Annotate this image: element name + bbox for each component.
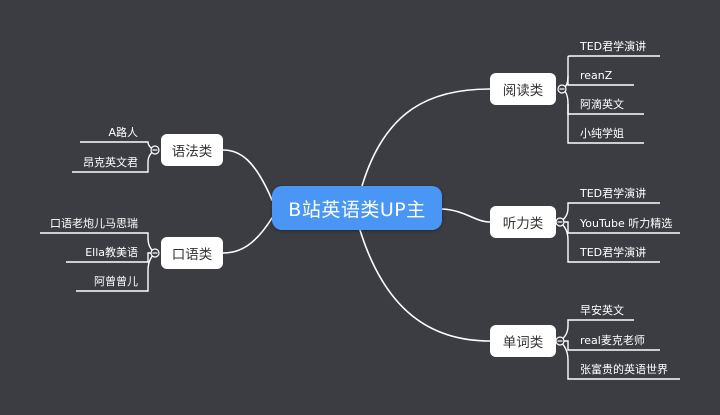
root-topic[interactable]: B站英语类UP主 [272, 186, 442, 230]
branch-speaking[interactable]: 口语类 [161, 237, 223, 269]
connector-reading-leaf-4 [567, 104, 644, 144]
collapse-toggle-reading[interactable] [557, 84, 567, 94]
leaf-speaking-2[interactable]: Ella教美语 [85, 246, 138, 259]
edge-root-speaking [222, 217, 273, 254]
branch-grammar[interactable]: 语法类 [161, 134, 223, 166]
leaf-vocabulary-1[interactable]: 早安英文 [580, 304, 624, 317]
leaf-vocabulary-2[interactable]: real麦克老师 [580, 334, 645, 347]
collapse-toggle-speaking[interactable] [150, 248, 160, 258]
leaf-listening-3[interactable]: TED君学演讲 [580, 246, 647, 259]
leaf-reading-3[interactable]: 阿滴英文 [580, 98, 624, 111]
collapse-toggle-vocabulary[interactable] [555, 336, 565, 346]
leaf-vocabulary-3[interactable]: 张富贵的英语世界 [580, 363, 668, 376]
edge-root-listening [441, 208, 491, 223]
leaf-grammar-2[interactable]: 昂克英文君 [83, 156, 138, 169]
branch-listening[interactable]: 听力类 [490, 206, 556, 238]
collapse-toggle-grammar[interactable] [150, 145, 160, 155]
leaf-listening-2[interactable]: YouTube 听力精选 [580, 217, 673, 230]
leaf-speaking-3[interactable]: 阿曾曾儿 [94, 275, 138, 288]
connector-reading-leaf-2 [567, 76, 634, 86]
collapse-toggle-listening[interactable] [555, 217, 565, 227]
edge-root-grammar [222, 149, 273, 201]
edge-root-vocabulary [359, 229, 491, 342]
leaf-reading-1[interactable]: TED君学演讲 [580, 40, 647, 53]
connector-grammar-leaf-1 [80, 141, 159, 151]
leaf-reading-2[interactable]: reanZ [580, 69, 613, 82]
leaf-grammar-1[interactable]: A路人 [108, 126, 138, 139]
leaf-reading-4[interactable]: 小纯学姐 [580, 127, 624, 140]
leaf-speaking-1[interactable]: 口语老炮儿马思瑞 [50, 217, 138, 230]
leaf-listening-1[interactable]: TED君学演讲 [580, 187, 647, 200]
branch-reading[interactable]: 阅读类 [490, 73, 556, 105]
edge-root-reading [361, 88, 491, 187]
branch-vocabulary[interactable]: 单词类 [490, 325, 556, 357]
